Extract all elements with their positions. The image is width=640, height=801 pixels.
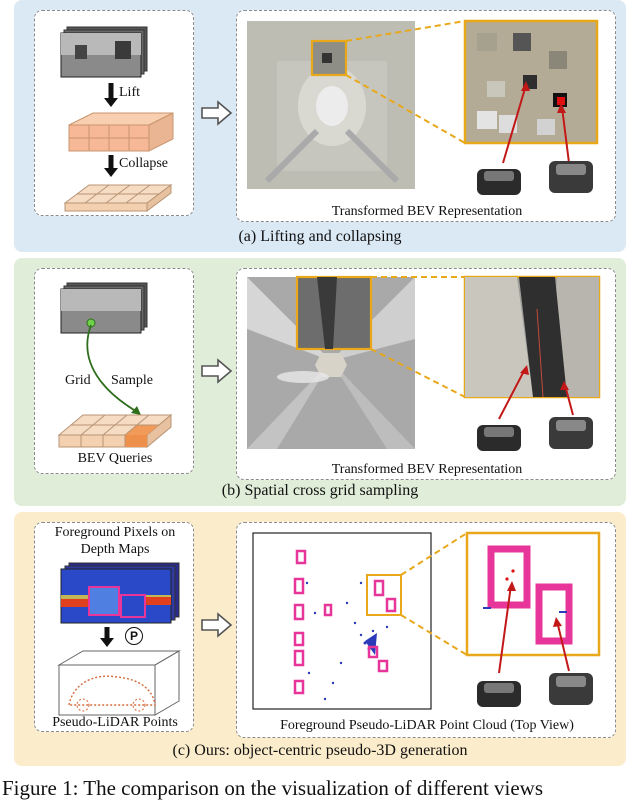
fg-pixels-label-line1: Foreground Pixels on [54, 525, 176, 540]
bev-query-grid [57, 413, 173, 449]
p-symbol-icon: P [125, 627, 143, 645]
lift-label: Lift [119, 85, 140, 100]
sample-label: Sample [111, 373, 153, 388]
bev-title-a: Transformed BEV Representation [331, 204, 523, 219]
bev-title-c: Foreground Pseudo-LiDAR Point Cloud (Top… [280, 718, 574, 733]
panel-a-caption: (a) Lifting and collapsing [238, 228, 402, 245]
bev-representation-a [247, 19, 599, 195]
voxel-cube-stack [68, 112, 174, 152]
panel-b: Grid Sample BEV Queries [14, 258, 626, 506]
lift-collapse-illustration [60, 26, 174, 212]
bev-queries-label: BEV Queries [77, 451, 153, 466]
hollow-right-arrow-icon [201, 358, 233, 384]
panel-c-bev-box: Foreground Pseudo-LiDAR Point Cloud (Top… [236, 522, 616, 738]
hollow-right-arrow-icon [201, 100, 233, 126]
figure-caption: Figure 1: The comparison on the visualiz… [2, 776, 544, 800]
panel-b-caption: (b) Spatial cross grid sampling [221, 482, 419, 499]
panel-c: Foreground Pixels on Depth Maps P Pseudo [14, 512, 626, 766]
car-left-icon [477, 425, 521, 451]
panel-a-bev-box: Transformed BEV Representation [236, 10, 616, 222]
pseudo-lidar-points-label: Pseudo-LiDAR Points [52, 715, 178, 730]
car-right-icon [549, 417, 593, 449]
panel-b-bev-box: Transformed BEV Representation [236, 268, 616, 480]
panel-a-input-box: Lift Collapse [34, 10, 194, 216]
panel-c-input-box: Foreground Pixels on Depth Maps P Pseudo [34, 522, 194, 732]
bev-representation-b [247, 275, 601, 451]
collapse-label: Collapse [119, 156, 168, 171]
car-left-icon [477, 681, 521, 707]
pseudo-lidar-car-box [57, 650, 181, 716]
panel-a: Lift Collapse [14, 0, 626, 252]
panel-c-caption: (c) Ours: object-centric pseudo-3D gener… [172, 742, 468, 759]
car-left-icon [477, 169, 521, 195]
pseudo-lidar-top-view [252, 531, 601, 710]
grid-label: Grid [65, 373, 91, 388]
pink-detection-boxes [293, 549, 397, 695]
car-right-icon [549, 673, 593, 705]
grid-sample-illustration [57, 282, 173, 449]
depth-map-illustration [57, 562, 181, 716]
panel-b-input-box: Grid Sample BEV Queries [34, 268, 194, 474]
hollow-right-arrow-icon [201, 612, 233, 638]
fg-pixels-label-line2: Depth Maps [80, 542, 150, 557]
bev-title-b: Transformed BEV Representation [331, 462, 523, 477]
bev-flat-grid [63, 184, 173, 212]
car-right-icon [549, 161, 593, 193]
